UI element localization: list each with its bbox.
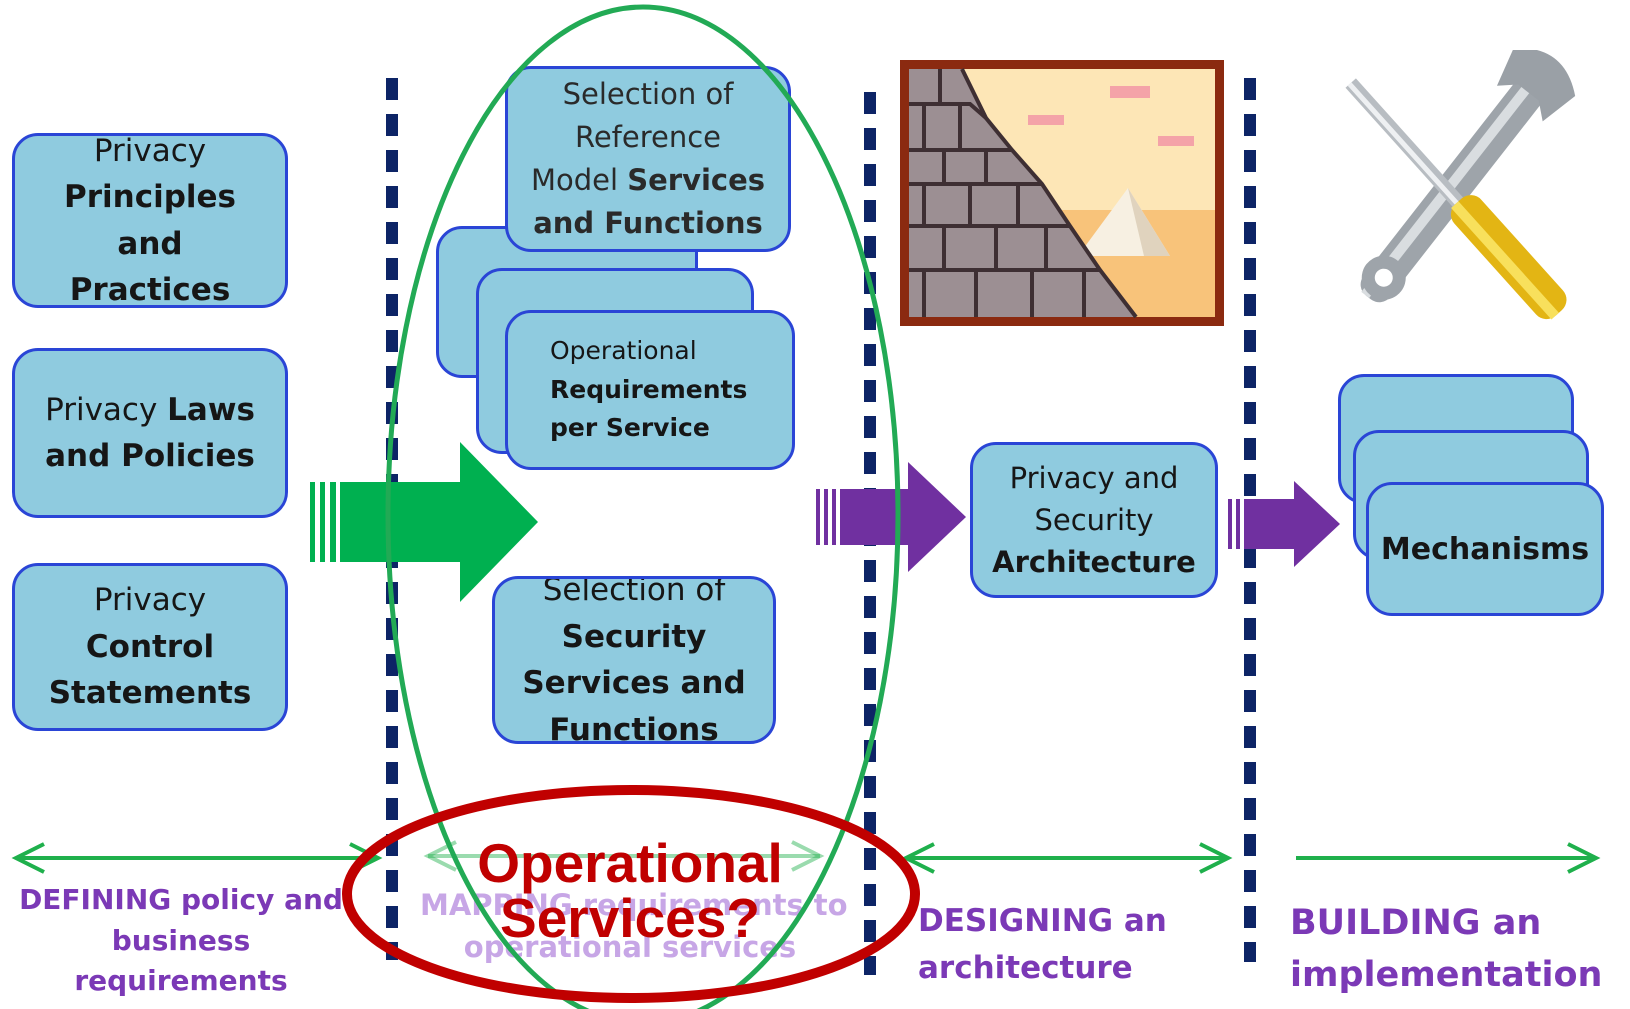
phase-line: MAPPING requirements to bbox=[420, 888, 848, 922]
phase-line: BUILDING an bbox=[1290, 903, 1542, 943]
callout-line: Operational bbox=[477, 832, 783, 894]
green-arrow bbox=[310, 442, 538, 602]
phase-line: DEFINING policy and bbox=[19, 883, 343, 916]
box-privacy-control: Privacy Control Statements bbox=[12, 563, 288, 731]
phase-label-defining: DEFINING policy and business requirement… bbox=[0, 880, 362, 1002]
box-line: Privacy Laws bbox=[45, 387, 255, 434]
box-line: Selection of bbox=[542, 576, 726, 608]
box-line: Privacy bbox=[93, 582, 207, 619]
box-line: Security bbox=[561, 618, 707, 655]
box-line: Selection of bbox=[562, 77, 734, 112]
box-line: Privacy bbox=[93, 133, 207, 169]
phase-line: implementation bbox=[1290, 954, 1603, 995]
box-security-services: Selection of Security Services and Funct… bbox=[492, 576, 776, 744]
box-privacy-security-architecture: Privacy and Security Architecture bbox=[970, 442, 1218, 598]
box-line: Statements bbox=[48, 675, 252, 712]
box-line: Requirements bbox=[550, 374, 748, 404]
phase-line: DESIGNING an bbox=[918, 903, 1167, 939]
box-line: Model Services bbox=[531, 159, 765, 202]
box-line: Privacy and bbox=[1009, 460, 1179, 495]
box-line: and Policies bbox=[45, 438, 255, 474]
box-line-part: Services bbox=[627, 163, 766, 197]
box-operational-requirements: Operational Requirements per Service bbox=[505, 310, 795, 470]
box-line: Mechanisms bbox=[1380, 531, 1590, 567]
phase-line: architecture bbox=[918, 949, 1133, 986]
box-line-part: Model bbox=[530, 163, 628, 197]
mapping-highlight-ellipse bbox=[385, 4, 901, 1009]
box-privacy-principles: Privacy Principles and Practices bbox=[12, 133, 288, 308]
box-reference-model: Selection of Reference Model Services an… bbox=[505, 66, 791, 252]
operational-services-ellipse bbox=[342, 785, 920, 1003]
box-line-part: Privacy bbox=[45, 391, 168, 428]
box-line: and bbox=[117, 225, 183, 262]
box-line: Architecture bbox=[992, 545, 1196, 580]
box-line: per Service bbox=[550, 413, 710, 443]
purple-arrow-1 bbox=[816, 462, 966, 572]
box-line: Operational bbox=[550, 335, 697, 365]
callout-line: Services? bbox=[500, 887, 760, 949]
box-line: Practices bbox=[69, 272, 231, 308]
purple-arrow-2 bbox=[1228, 481, 1340, 567]
box-line: and Functions bbox=[533, 205, 763, 240]
box-line-part: Laws bbox=[167, 391, 255, 428]
box-privacy-laws: Privacy Laws and Policies bbox=[12, 348, 288, 518]
box-line: Security bbox=[1034, 502, 1154, 537]
wrench-screwdriver-icon bbox=[1345, 50, 1576, 320]
phase-line: requirements bbox=[74, 964, 288, 998]
box-line: Services and bbox=[522, 665, 746, 701]
operational-services-callout: Operational Services? bbox=[430, 836, 830, 946]
box-mechanisms: Mechanisms bbox=[1366, 482, 1604, 616]
box-line: Control bbox=[85, 628, 215, 665]
phase-line: business bbox=[111, 923, 251, 957]
box-line: Reference bbox=[574, 120, 722, 155]
box-line: Functions bbox=[549, 711, 719, 744]
phase-label-designing: DESIGNING an architecture bbox=[918, 898, 1167, 991]
box-line: Principles bbox=[64, 179, 236, 215]
pyramid-blocks-icon bbox=[900, 60, 1224, 326]
phase-label-building: BUILDING an implementation bbox=[1290, 898, 1602, 1002]
